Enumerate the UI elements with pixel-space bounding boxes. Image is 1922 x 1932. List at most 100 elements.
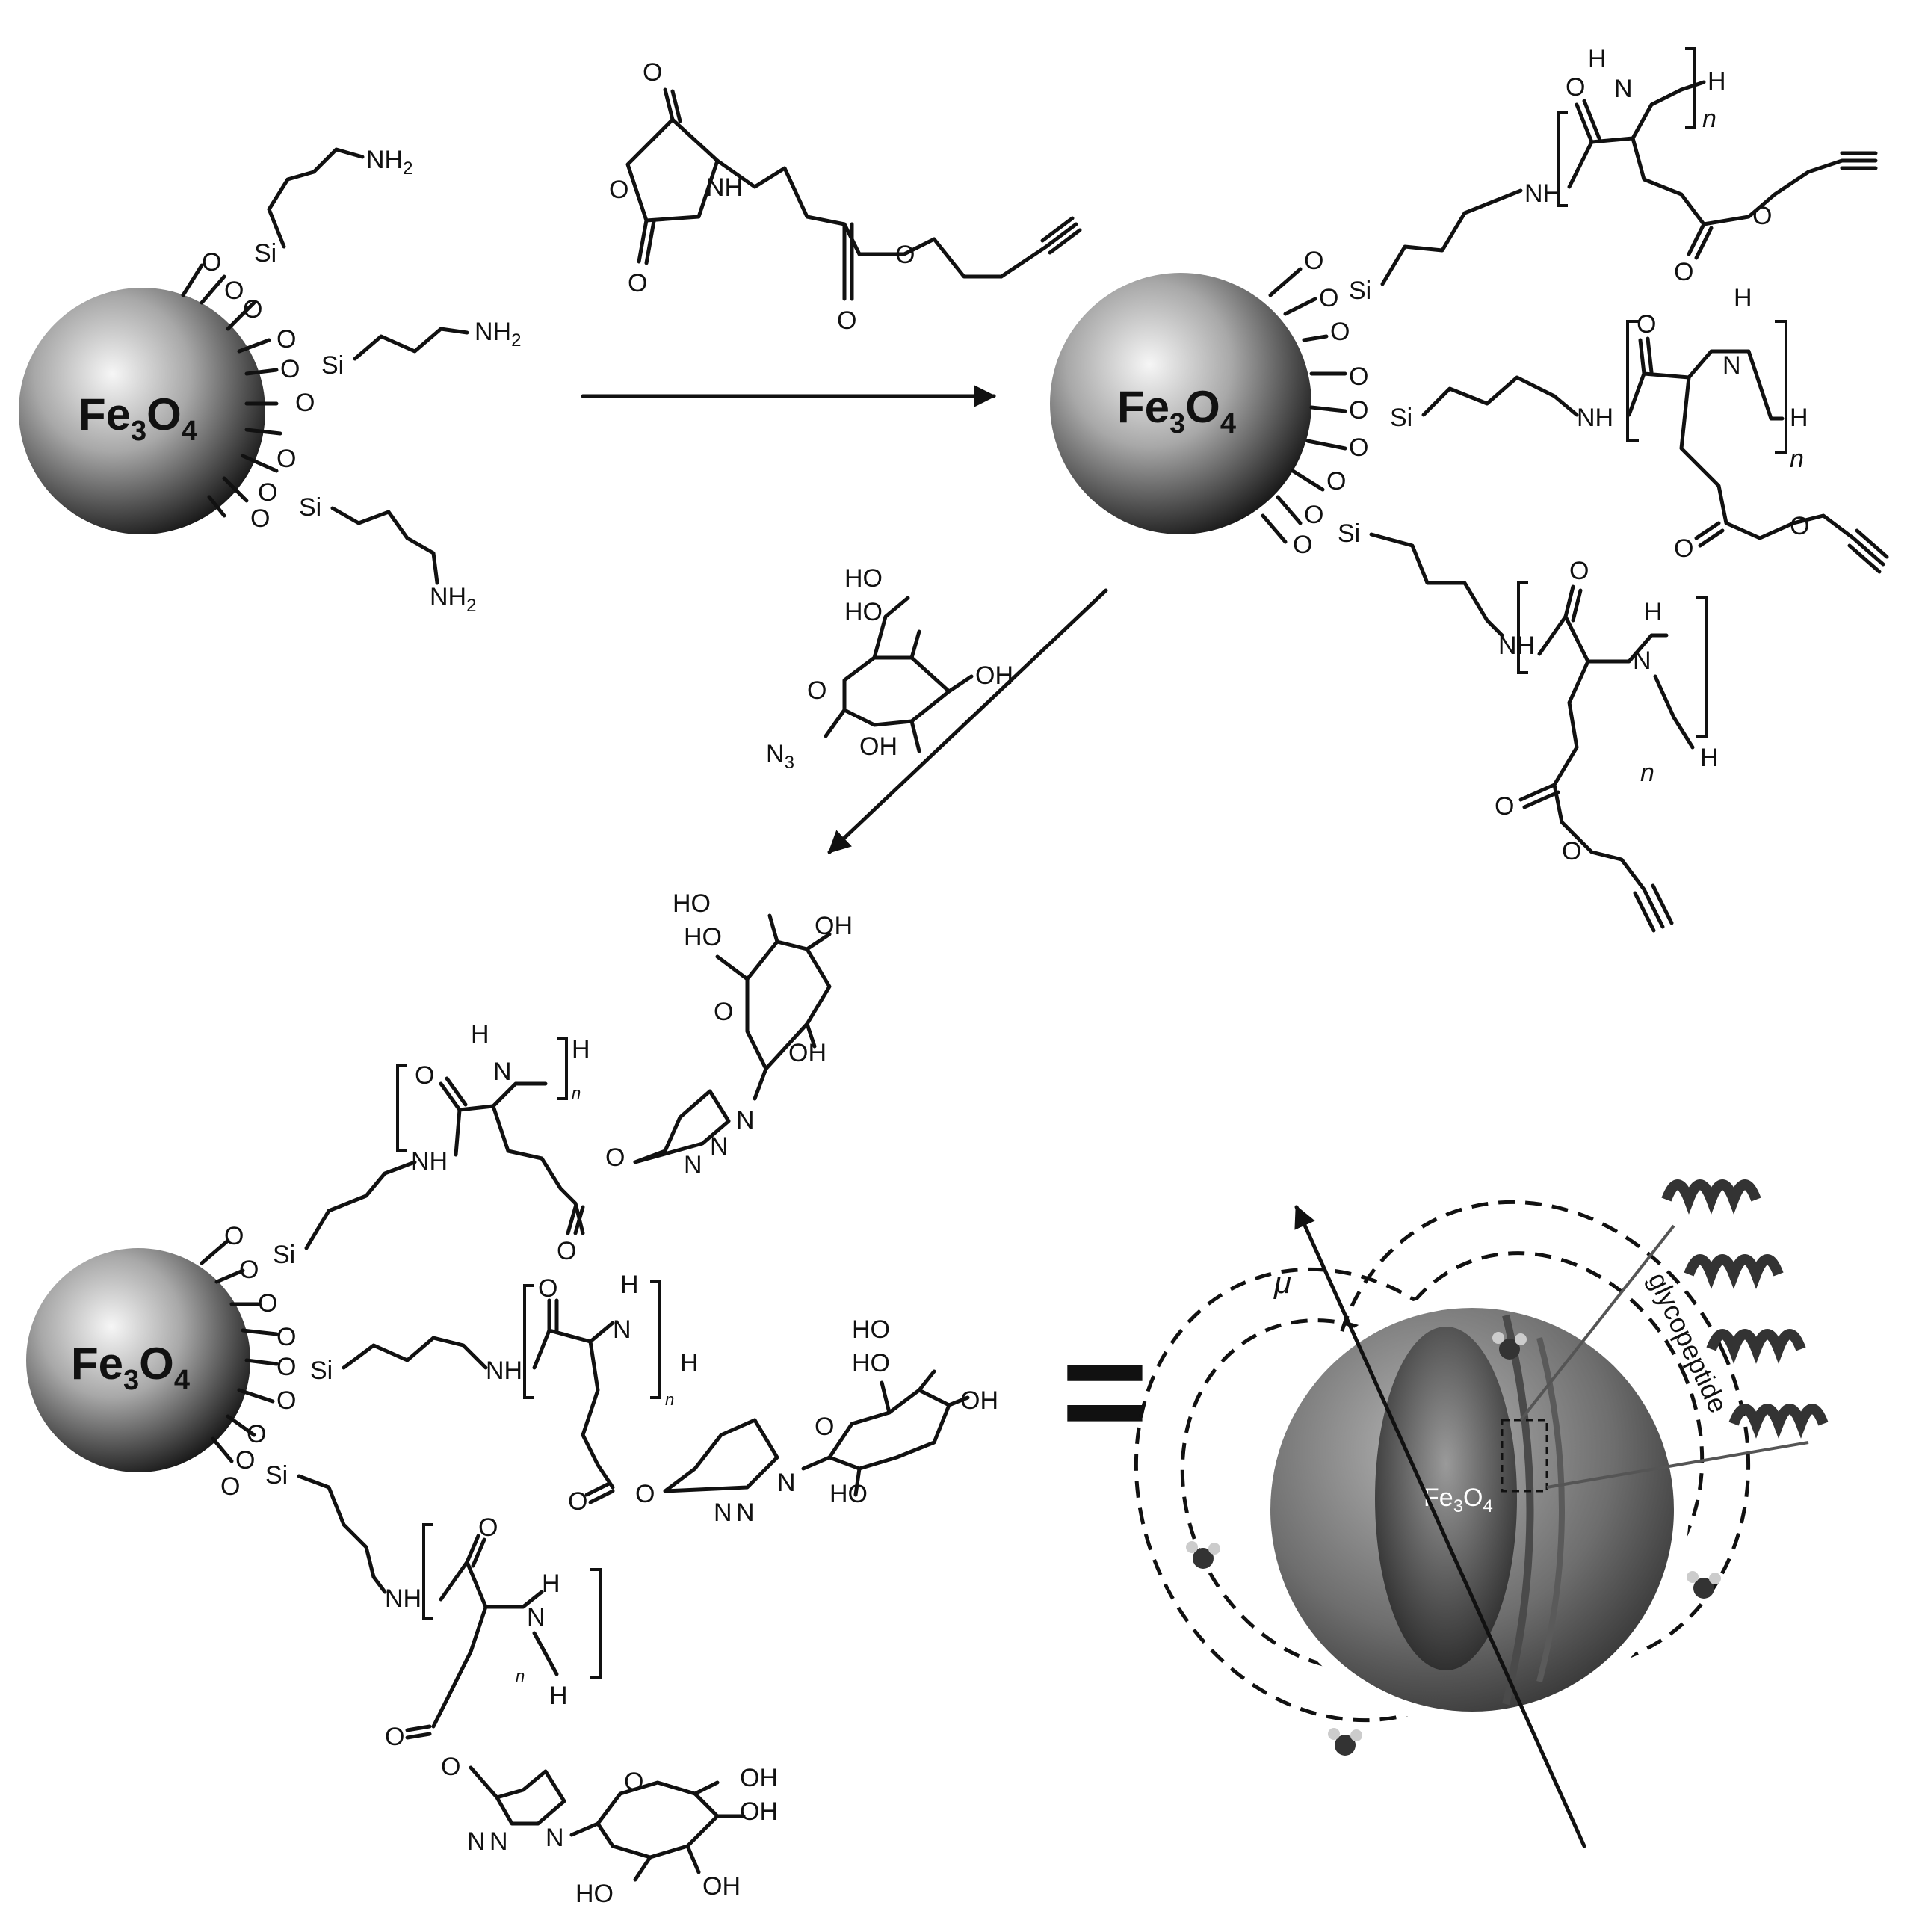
o-atom: O [568,1487,587,1516]
hydroxyl-label: OH [859,732,897,761]
o-atom: O [1495,792,1514,821]
particle-label: Fe3O4 [71,1339,190,1396]
o-atom: O [1349,362,1368,391]
nh-label: NH [385,1584,421,1613]
repeat-n: n [665,1390,674,1409]
hydroxyl-label: HO [684,923,722,951]
nh-label: NH [1577,404,1613,432]
o-atom: O [609,176,628,204]
repeat-n: n [1702,105,1716,133]
triazole-n: N [467,1827,486,1856]
o-atom: O [239,1256,259,1284]
repeat-n: n [1790,445,1804,473]
o-atom: O [1304,247,1323,275]
ring-oxygen: O [807,676,826,705]
nca-monomer: O NH O O O O [609,58,1082,335]
equals-sign: = [1061,1308,1149,1475]
h-atom: H [572,1035,590,1064]
n-atom: N [527,1603,546,1632]
h-atom: H [549,1682,568,1710]
o-atom: O [1349,396,1368,425]
triazole-n: N [777,1469,796,1497]
si-atom: Si [299,493,321,522]
triazole-n: N [489,1827,508,1856]
o-atom: O [895,241,915,269]
nh-label: NH [1498,632,1535,660]
o-atom: O [1569,557,1589,585]
h-atom: H [1700,744,1719,772]
triazole-n: N [684,1151,702,1179]
repeat-n: n [516,1667,525,1685]
h-atom: H [1644,598,1663,626]
hydroxyl-label: HO [852,1315,890,1344]
o-atom: O [643,58,662,87]
o-atom: O [258,1289,277,1318]
hydroxyl-label: HO [575,1880,614,1908]
ring-oxygen: O [624,1768,643,1796]
o-atom: O [202,248,221,277]
reaction-arrow-2 [827,588,1108,854]
o-atom: O [276,325,296,354]
o-atom: O [635,1480,655,1508]
o-atom: O [1304,501,1323,529]
n-atom: N [1633,646,1651,675]
particle-label: Fe3O4 [1117,382,1236,439]
si-atom: Si [265,1461,288,1490]
o-atom: O [1349,433,1368,462]
hydroxyl-label: HO [844,598,883,626]
h-atom: H [1790,404,1808,432]
nanoparticle-sphere [26,1248,250,1472]
o-atom: O [441,1753,460,1781]
si-atom: Si [254,239,276,268]
si-atom: Si [1338,519,1360,548]
triazole-n: N [546,1824,564,1852]
nanoparticle-schematic: Fe3O4 μ glycopeptide [1134,1179,1829,1848]
o-atom: O [1674,258,1693,286]
o-atom: O [1326,467,1346,496]
n-atom: N [613,1315,631,1344]
h-atom: H [620,1271,639,1299]
o-atom: O [605,1144,625,1172]
ring-oxygen: O [714,998,733,1026]
magnetic-moment-axis [1294,1205,1586,1848]
o-atom: O [1319,284,1338,312]
o-atom: O [1562,837,1581,865]
hydroxyl-label: OH [960,1386,998,1415]
hydroxyl-label: HO [829,1480,868,1508]
hydroxyl-label: OH [740,1797,778,1826]
amine-label: NH2 [430,583,476,616]
n-atom: N [493,1058,512,1086]
o-atom: O [220,1472,240,1501]
h-atom: H [1588,45,1607,73]
h-atom: H [1708,67,1726,96]
nanoparticle-sphere [19,288,265,534]
repeat-n: n [572,1084,581,1102]
o-atom: O [276,1323,296,1351]
nh-label: NH [486,1357,522,1385]
o-atom: O [538,1274,557,1303]
o-atom: O [1566,73,1585,102]
n-atom: N [1614,75,1633,103]
si-atom: Si [321,351,344,380]
si-atom: Si [1349,277,1371,305]
zoom-box [1501,1419,1548,1493]
si-atom: Si [1390,404,1412,432]
magnetic-core [1375,1327,1517,1670]
o-atom: O [276,445,296,473]
n-atom: N [1722,351,1741,380]
triazole-n: N [736,1106,755,1135]
triazole-n: N [714,1499,732,1527]
nh-label: NH [706,173,743,202]
o-atom: O [557,1237,576,1265]
hydroxyl-label: HO [673,889,711,918]
o-atom: O [628,269,647,297]
o-atom: O [235,1446,255,1475]
h-atom: H [471,1020,489,1049]
particle-3: Fe3O4 O O O Si NH O H N H n O O N N N HO… [26,889,998,1908]
o-atom: O [1752,202,1772,230]
o-atom: O [276,1353,296,1381]
triazole-n: N [710,1132,729,1161]
h-atom: H [680,1349,699,1377]
